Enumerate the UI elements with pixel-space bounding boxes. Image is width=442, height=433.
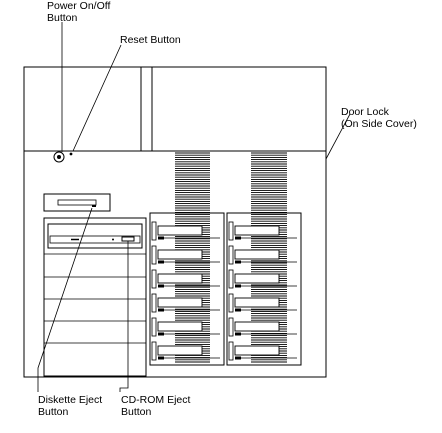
hard-drive-tray[interactable]: [228, 221, 297, 241]
diskette-eject-button[interactable]: [92, 205, 96, 207]
cdrom-drive: [47, 223, 143, 249]
chassis-front-door: [23, 150, 327, 378]
diskette-callout-line1: Diskette Eject: [38, 394, 103, 406]
cdrom-eject-callout: CD-ROM Eject Button: [121, 394, 190, 418]
power-callout-line1: Power On/Off: [47, 0, 111, 12]
cdrom-callout-line1: CD-ROM Eject: [121, 394, 191, 406]
reset-callout-line1: Reset Button: [120, 34, 181, 46]
cdrom-eject-button[interactable]: [121, 236, 135, 242]
hard-drive-tray[interactable]: [228, 269, 297, 289]
cdrom-callout-line2: Button: [121, 406, 152, 418]
reset-button-callout: Reset Button: [120, 34, 181, 46]
diskette-callout-line2: Button: [38, 406, 69, 418]
leader-lines: [37, 22, 351, 392]
diskette-eject-callout: Diskette Eject Button: [38, 394, 102, 418]
hard-drive-bay-right: [226, 212, 302, 366]
power-button-callout: Power On/Off Button: [47, 0, 110, 24]
hard-drive-tray[interactable]: [228, 293, 297, 313]
door-lock-callout-line1: Door Lock: [341, 106, 389, 118]
reset-button[interactable]: [69, 152, 73, 156]
door-lock-callout: Door Lock (On Side Cover): [341, 106, 417, 130]
hard-drive-tray[interactable]: [151, 269, 220, 289]
hard-drive-tray[interactable]: [151, 341, 220, 361]
hard-drive-bay-left: [149, 212, 225, 366]
door-lock-callout-line2: (On Side Cover): [341, 118, 417, 130]
chassis-top-panel: [23, 66, 327, 152]
hard-drive-tray[interactable]: [228, 245, 297, 265]
power-button[interactable]: [53, 151, 65, 163]
power-callout-line2: Button: [47, 12, 78, 24]
media-bay-stack: [43, 217, 147, 377]
hard-drive-tray[interactable]: [151, 293, 220, 313]
diskette-drive: [43, 193, 111, 212]
hard-drive-tray[interactable]: [228, 317, 297, 337]
hard-drive-tray[interactable]: [151, 317, 220, 337]
hard-drive-tray[interactable]: [228, 341, 297, 361]
hard-drive-tray[interactable]: [151, 221, 220, 241]
hard-drive-tray[interactable]: [151, 245, 220, 265]
